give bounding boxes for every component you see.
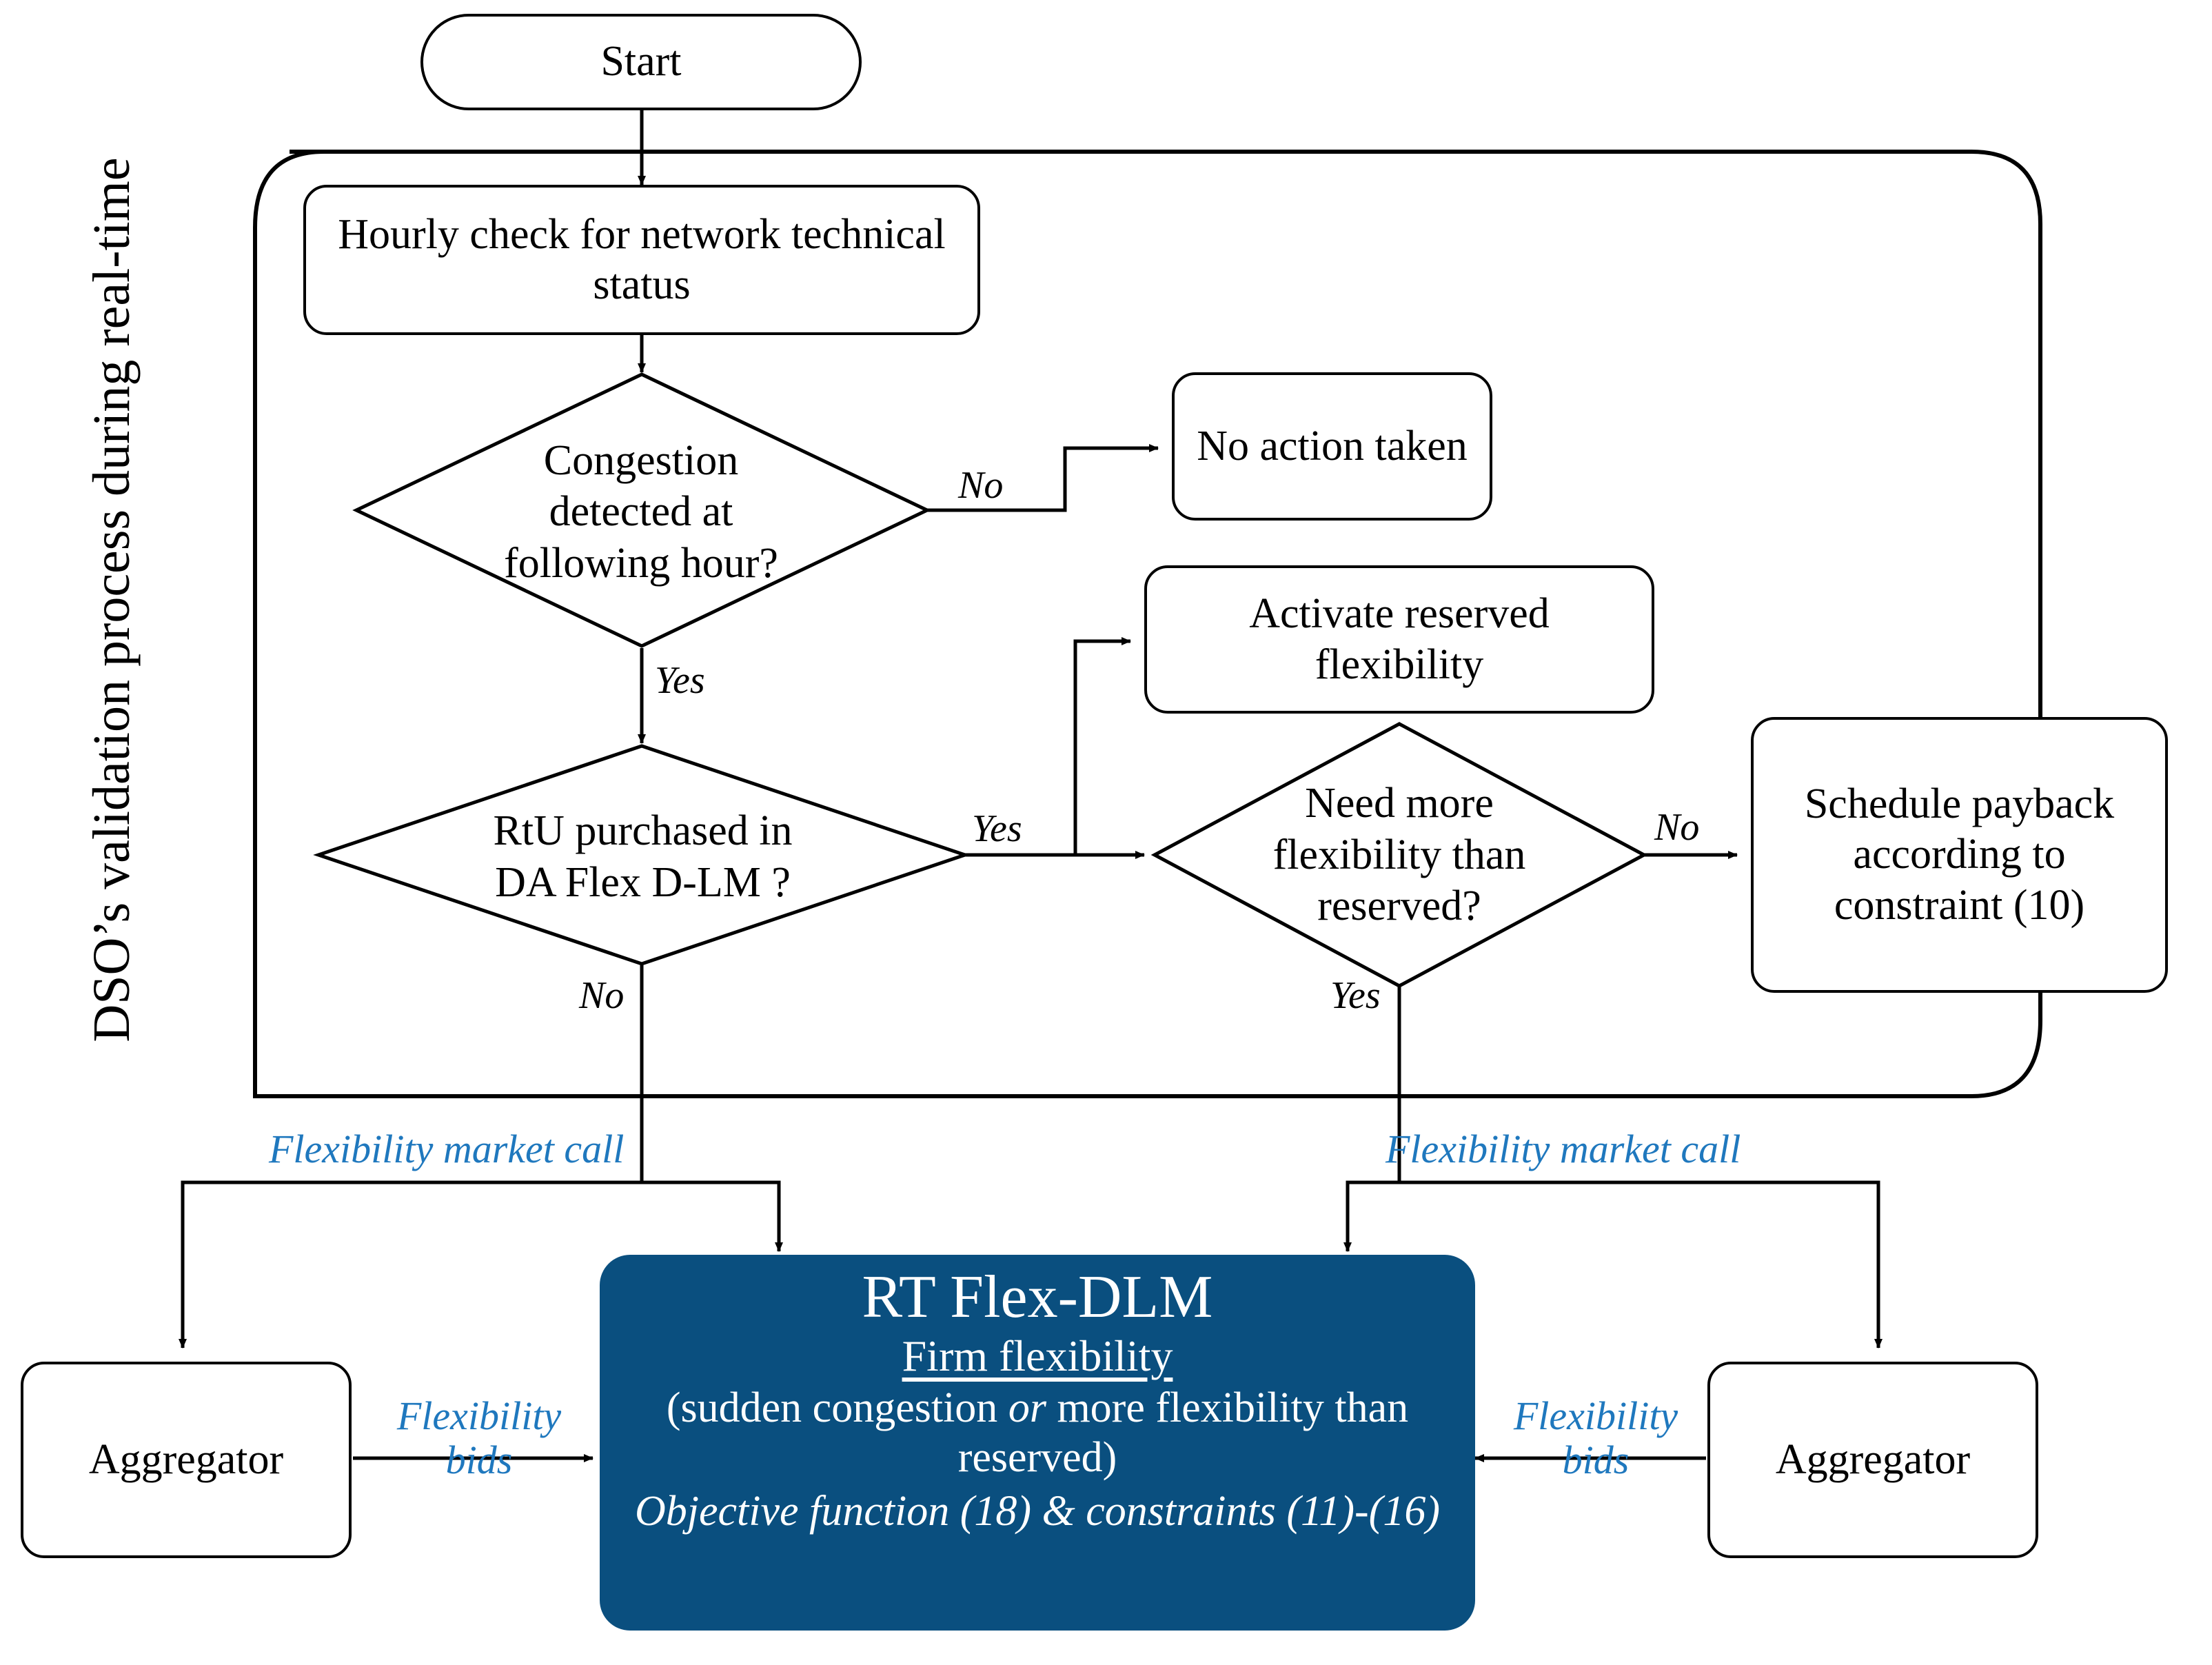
decision-congestion[interactable]: Congestion detected at following hour? [420,414,862,610]
edge-label-bids-left-line1: Flexibility [396,1393,562,1438]
node-activate-reserved-flexibility-label: Activate reserved flexibility [1249,590,1550,688]
node-schedule-payback-label: Schedule payback according to constraint… [1804,780,2115,929]
decision-rtu-line2: DA Flex D-LM ? [495,858,791,906]
edge-label-rtu-no: No [579,974,625,1017]
edge-label-bids-left-line2: bids [445,1437,513,1482]
edge-label-bids-left: Flexibility bids [376,1394,582,1482]
node-no-action-taken-label: No action taken [1197,422,1468,470]
decision-congestion-shape [352,372,931,648]
node-start[interactable]: Start [420,14,862,110]
decision-congestion-line2: detected at [549,488,733,536]
decision-congestion-line3: following hour? [504,539,778,587]
edge-label-need-more-yes: Yes [1330,974,1381,1017]
edge-label-bids-right-line1: Flexibility [1513,1393,1678,1438]
edge-label-congestion-yes: Yes [655,659,705,702]
edge-label-bids-right: Flexibility bids [1492,1394,1699,1482]
edge-label-rtu-yes: Yes [972,807,1022,850]
node-activate-reserved-flexibility[interactable]: Activate reserved flexibility [1144,565,1654,714]
edge-label-congestion-no: No [958,464,1004,507]
rt-flex-dlm-body-pre: (sudden congestion [666,1384,1008,1431]
rt-flex-dlm-body-em: or [1008,1384,1046,1431]
edge-label-bids-right-line2: bids [1562,1437,1630,1482]
decision-need-more-shape [1150,722,1648,988]
rt-flex-dlm-body: (sudden congestion or more flexibility t… [619,1384,1456,1483]
page-title-vertical: DSO’s validation process during real-tim… [83,124,141,1076]
node-aggregator-left[interactable]: Aggregator [21,1362,352,1558]
edge-label-market-call-left: Flexibility market call [269,1127,625,1171]
node-aggregator-left-label: Aggregator [88,1435,284,1483]
node-aggregator-right-label: Aggregator [1775,1435,1971,1483]
node-no-action-taken[interactable]: No action taken [1172,372,1492,521]
rt-flex-dlm-subtitle: Firm flexibility [902,1331,1173,1381]
decision-congestion-line1: Congestion [543,436,739,484]
edge-label-market-call-right: Flexibility market call [1386,1127,1741,1171]
decision-need-more-line2: flexibility than [1272,831,1526,878]
node-rt-flex-dlm[interactable]: RT Flex-DLM Firm flexibility (sudden con… [600,1255,1475,1631]
page-title-line1: DSO’s validation process during real-tim… [83,157,141,1042]
rt-flex-dlm-body-post: more flexibility than reserved) [957,1384,1409,1481]
decision-need-more-line3: reserved? [1317,882,1481,930]
decision-rtu-purchased[interactable]: RtU purchased in DA Flex D-LM ? [403,796,882,917]
rt-flex-dlm-title: RT Flex-DLM [862,1264,1213,1331]
decision-need-more-flexibility[interactable]: Need more flexibility than reserved? [1182,762,1616,948]
node-start-label: Start [600,38,682,85]
decision-rtu-shape [313,744,971,966]
rt-flex-dlm-objective: Objective function (18) & constraints (1… [635,1487,1440,1535]
node-hourly-check[interactable]: Hourly check for network technical statu… [303,185,980,335]
node-hourly-check-label: Hourly check for network technical statu… [338,210,946,308]
node-schedule-payback[interactable]: Schedule payback according to constraint… [1751,717,2168,993]
decision-need-more-line1: Need more [1305,780,1494,827]
node-aggregator-right[interactable]: Aggregator [1707,1362,2038,1558]
edge-label-need-more-no: No [1654,806,1700,849]
decision-rtu-line1: RtU purchased in [493,807,793,855]
